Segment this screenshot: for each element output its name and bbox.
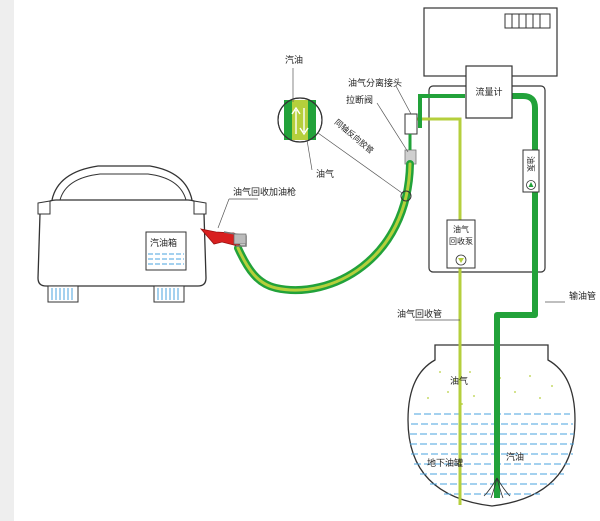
fuel-feed-line — [418, 94, 465, 128]
coaxial-hose — [234, 160, 414, 295]
hose-section-marker — [400, 190, 412, 202]
recovery-nozzle — [199, 228, 247, 247]
dispenser-display-icon — [504, 13, 551, 29]
car — [37, 165, 207, 303]
underground-tank — [407, 344, 576, 507]
left-mirror — [37, 200, 51, 215]
left-wheel — [47, 285, 79, 303]
right-wheel — [153, 285, 185, 303]
label-vapor-magnified: 油气 — [316, 168, 334, 180]
label-tank-vapor: 油气 — [450, 375, 468, 387]
label-vapor-recovery-pipe: 油气回收管 — [397, 308, 442, 320]
vapor-recovery-pipe — [410, 117, 462, 505]
separator-joint — [404, 113, 418, 135]
right-mirror — [193, 200, 207, 215]
label-recovery-nozzle: 油气回收加油枪 — [233, 186, 296, 198]
label-vapor-pump-1: 油气 — [453, 224, 469, 234]
label-underground-tank: 地下油罐 — [427, 457, 463, 469]
flow-meter — [465, 65, 513, 119]
label-coaxial-hose: 同轴反向胶管 — [333, 117, 376, 156]
vapor-pump-arrow-icon — [458, 258, 464, 263]
label-car-fuel-tank: 汽油箱 — [150, 237, 177, 249]
hose-magnifier — [277, 97, 323, 143]
car-fuel-tank — [145, 231, 187, 271]
label-flow-meter: 流量计 — [475, 86, 502, 98]
label-gasoline-magnified: 汽油 — [285, 54, 303, 66]
vapor-recovery-pump — [446, 219, 476, 269]
suction-roots-icon — [483, 477, 511, 499]
label-tank-gasoline: 汽油 — [506, 451, 524, 463]
label-oil-delivery-pipe: 输油管 — [569, 290, 596, 302]
left-margin-bar — [0, 0, 14, 521]
label-separator-joint: 油气分离接头 — [348, 77, 402, 89]
leader-lines — [217, 68, 565, 321]
label-oil-pump: 油泵 — [526, 156, 536, 172]
pump-arrow-icon — [528, 182, 534, 187]
dispenser-head — [423, 7, 558, 77]
oil-delivery-pipe — [480, 93, 538, 498]
label-breakaway-valve: 拉断阀 — [346, 94, 373, 106]
label-vapor-pump-2: 回收泵 — [449, 236, 473, 246]
oil-pump — [522, 149, 540, 193]
